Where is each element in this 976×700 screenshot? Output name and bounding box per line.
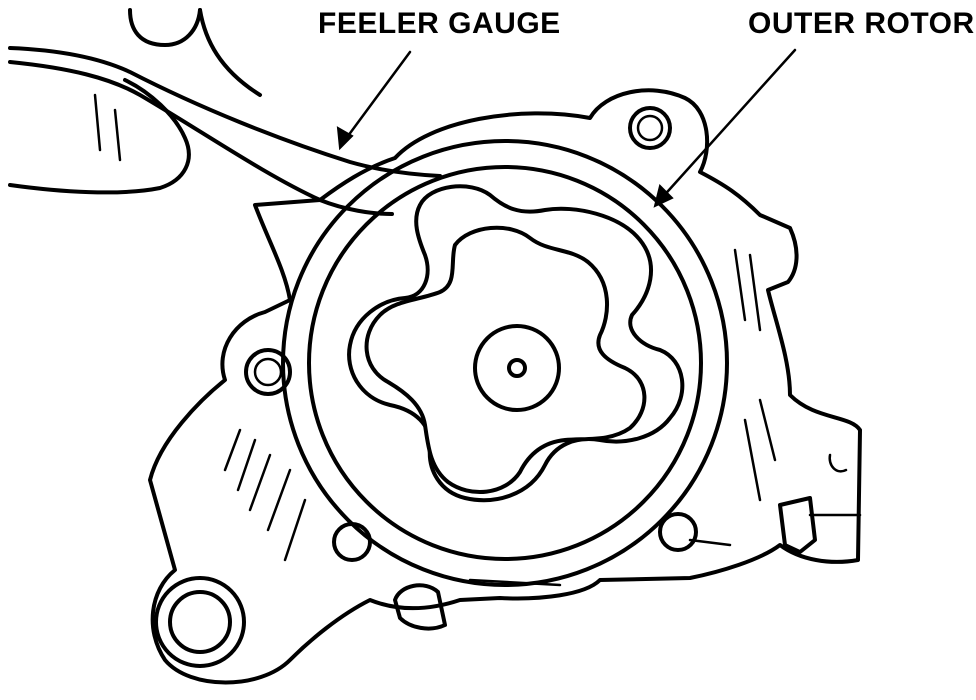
housing-shading [223, 248, 777, 587]
outer-rotor-arrowhead [653, 184, 674, 208]
callout-feeler-gauge: FEELER GAUGE [318, 7, 561, 151]
mounting-lug-lower-left [154, 576, 246, 668]
drive-shaft [507, 358, 527, 378]
hand-wrist [198, 8, 262, 97]
mounting-boss-top-right [628, 106, 672, 150]
feeler-gauge-leader-line [343, 50, 412, 142]
finger-outline [8, 78, 191, 195]
lower-tab [393, 583, 447, 631]
rotor-hub [473, 324, 561, 412]
outer-rotor-label: OUTER ROTOR [748, 7, 975, 40]
finger-crease-2 [113, 108, 122, 162]
feeler-gauge-blade [8, 46, 442, 178]
outer-rotor-leader-line [658, 48, 797, 202]
inner-rotor [364, 225, 647, 495]
mounting-boss-bottom-left [332, 522, 372, 562]
pump-bore-inner-ring [307, 165, 703, 561]
feeler-gauge-arrowhead [336, 126, 354, 151]
right-side-fitting [778, 453, 862, 554]
feeler-gauge-label: FEELER GAUGE [318, 7, 561, 40]
thumb-outline [128, 8, 202, 47]
mounting-boss-bottom-right [658, 512, 698, 552]
callout-outer-rotor: OUTER ROTOR [653, 7, 975, 208]
pump-bore-outer-ring [281, 139, 729, 587]
technician-hand [8, 8, 262, 195]
feeler-gauge [8, 46, 442, 216]
feeler-gauge-blade-edge [8, 60, 394, 216]
finger-crease [93, 93, 102, 152]
mounting-boss-left [244, 348, 292, 396]
